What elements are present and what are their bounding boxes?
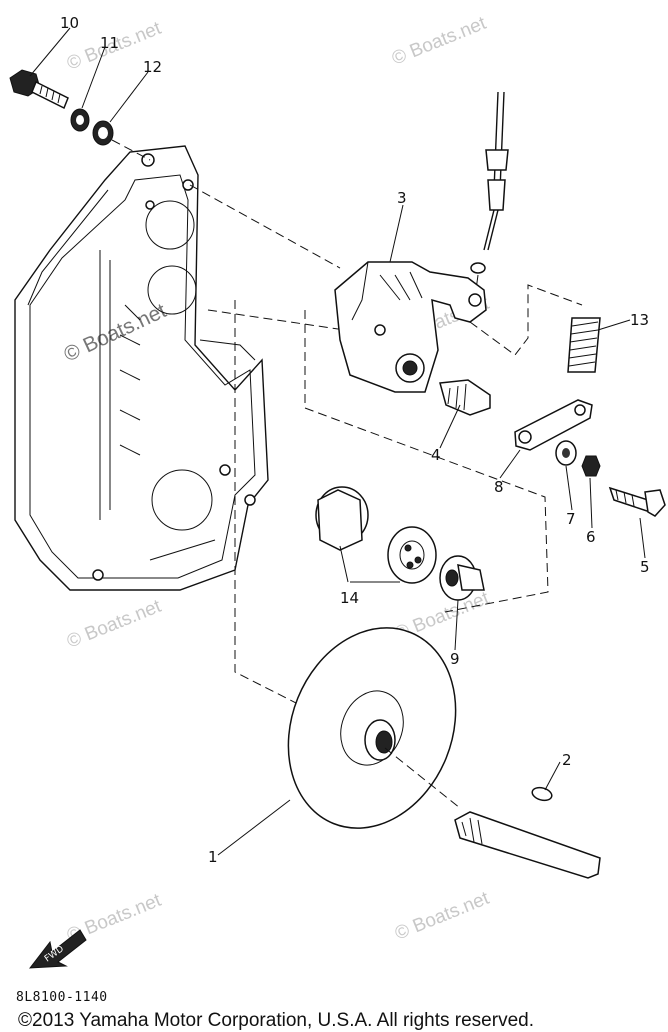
alignment-line bbox=[189, 184, 341, 269]
disc-1 bbox=[287, 627, 457, 829]
lever-8 bbox=[514, 399, 593, 451]
bolt-axis-line bbox=[111, 139, 151, 161]
bolt-5 bbox=[608, 486, 666, 517]
callout-1: 1 bbox=[208, 848, 218, 866]
drive-shaft bbox=[384, 747, 601, 879]
bolt-10 bbox=[9, 69, 69, 110]
watermark: © Boats.net bbox=[392, 888, 493, 945]
diagram-part-code: 8L8100-1140 bbox=[16, 990, 108, 1005]
callout-layer: 10 11 12 3 13 4 8 7 6 5 14 9 2 1 bbox=[60, 14, 650, 866]
watermark-layer: © Boats.net © Boats.net © Boats.net © Bo… bbox=[60, 13, 492, 947]
alignment-line bbox=[207, 309, 346, 331]
callout-10: 10 bbox=[60, 14, 79, 32]
bracket-3 bbox=[334, 261, 487, 393]
lock-washer-11 bbox=[70, 108, 90, 132]
alignment-line bbox=[234, 300, 301, 706]
alignment-line bbox=[469, 284, 583, 356]
shaft-9 bbox=[439, 555, 485, 601]
callout-8: 8 bbox=[494, 478, 504, 496]
callout-2: 2 bbox=[562, 751, 572, 769]
callout-12: 12 bbox=[143, 58, 162, 76]
callout-3: 3 bbox=[397, 189, 407, 207]
key-2 bbox=[531, 786, 553, 802]
watermark: © Boats.net bbox=[60, 299, 170, 366]
copyright-notice: ©2013 Yamaha Motor Corporation, U.S.A. A… bbox=[18, 1010, 534, 1031]
pivot-pin-4 bbox=[439, 379, 491, 416]
spring-13 bbox=[567, 317, 601, 373]
callout-5: 5 bbox=[640, 558, 650, 576]
watermark: © Boats.net bbox=[64, 596, 165, 653]
shift-cable bbox=[470, 91, 509, 291]
washer-7 bbox=[555, 440, 577, 466]
cap-14 bbox=[315, 486, 437, 584]
leader-lines bbox=[29, 27, 646, 856]
housing-cover bbox=[14, 145, 269, 591]
watermark: © Boats.net bbox=[389, 13, 490, 70]
nut-6 bbox=[581, 455, 601, 477]
callout-14: 14 bbox=[340, 589, 359, 607]
callout-13: 13 bbox=[630, 311, 649, 329]
washer-12 bbox=[92, 120, 114, 146]
callout-4: 4 bbox=[431, 446, 441, 464]
callout-6: 6 bbox=[586, 528, 596, 546]
forward-arrow-icon: FWD bbox=[28, 929, 87, 969]
callout-9: 9 bbox=[450, 650, 460, 668]
callout-11: 11 bbox=[100, 34, 119, 52]
callout-7: 7 bbox=[566, 510, 576, 528]
alignment-line bbox=[304, 310, 549, 613]
